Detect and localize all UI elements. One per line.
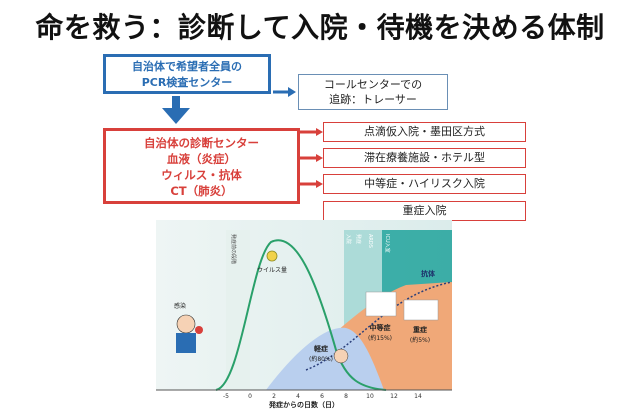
virus-icon bbox=[266, 250, 278, 262]
tick-label: 6 bbox=[320, 393, 324, 400]
pcr-center-line1: 自治体で希望者全員の bbox=[132, 60, 242, 73]
tick-label: 8 bbox=[344, 393, 348, 400]
x-axis-label: 発症からの日数（日） bbox=[268, 400, 339, 409]
tick-label: 10 bbox=[366, 393, 374, 400]
icu-bed-icon bbox=[403, 299, 439, 321]
tick-label: 14 bbox=[414, 393, 422, 400]
disease-course-chart: -5 0 2 4 6 8 10 12 14 発症からの日数（日） 発症前の段階 … bbox=[156, 220, 452, 409]
label-admission: 入院 bbox=[345, 234, 352, 244]
tick-label: 0 bbox=[248, 393, 252, 400]
arrow-to-tracer-head bbox=[288, 87, 296, 97]
mild-person-icon bbox=[333, 348, 349, 364]
label-icu: ICU入室 bbox=[384, 234, 391, 253]
antibody-label: 抗体 bbox=[421, 269, 436, 278]
pcr-center-line2: PCR検査センター bbox=[141, 76, 233, 89]
hospital-bed-icon bbox=[365, 291, 397, 317]
option-severe-admission: 重症入院 bbox=[323, 201, 526, 221]
person-head-icon bbox=[176, 314, 196, 334]
moderate-label: 中等症 bbox=[370, 323, 391, 332]
person-body-icon bbox=[176, 333, 196, 353]
diagnosis-line3: ウィルス・抗体 bbox=[161, 168, 242, 182]
option-hotel-stay: 滞在療養施設・ホテル型 bbox=[323, 148, 526, 168]
antibody-line bbox=[305, 281, 452, 371]
tick-label: 2 bbox=[272, 393, 276, 400]
arrow-down-blue bbox=[162, 96, 190, 124]
diagnosis-line1: 自治体の診断センター bbox=[144, 136, 259, 150]
diagnosis-center-box: 自治体の診断センター 血液（炎症） ウィルス・抗体 CT（肺炎） bbox=[103, 128, 300, 204]
virus-label: ウイルス量 bbox=[257, 266, 287, 274]
tick-label: 4 bbox=[296, 393, 300, 400]
mild-pct: (約80%) bbox=[309, 355, 333, 363]
infection-dot-icon bbox=[195, 326, 203, 334]
virus-curve bbox=[215, 239, 387, 391]
severe-label: 重症 bbox=[413, 325, 427, 334]
tracer-box: コールセンターでの 追跡：トレーサー bbox=[298, 74, 448, 110]
label-presymptom: 発症前の段階 bbox=[230, 234, 237, 264]
option-moderate-admission: 中等症・ハイリスク入院 bbox=[323, 174, 526, 194]
tracer-line2: 追跡：トレーサー bbox=[329, 93, 417, 106]
mild-label: 軽症 bbox=[314, 344, 328, 353]
page-title: 命を救う：診断して入院・待機を決める体制 bbox=[35, 11, 605, 44]
mild-area bbox=[266, 327, 384, 390]
diagnosis-line4: CT（肺炎） bbox=[170, 184, 233, 198]
severe-pct: (約5%) bbox=[410, 336, 430, 344]
diagnosis-line2: 血液（炎症） bbox=[167, 152, 236, 166]
label-ards: ARDS bbox=[367, 234, 373, 248]
label-onset: 発症 bbox=[355, 234, 362, 244]
tick-label: -5 bbox=[223, 393, 229, 400]
moderate-pct: (約15%) bbox=[368, 334, 392, 342]
x-ticks: -5 0 2 4 6 8 10 12 14 bbox=[223, 393, 422, 400]
presymptom-band bbox=[226, 230, 250, 390]
pcr-center-box: 自治体で希望者全員の PCR検査センター bbox=[103, 54, 271, 94]
option-drip-admission: 点滴仮入院・墨田区方式 bbox=[323, 122, 526, 142]
tracer-line1: コールセンターでの bbox=[323, 78, 423, 91]
infection-label: 感染 bbox=[174, 302, 186, 310]
tick-label: 12 bbox=[390, 393, 398, 400]
